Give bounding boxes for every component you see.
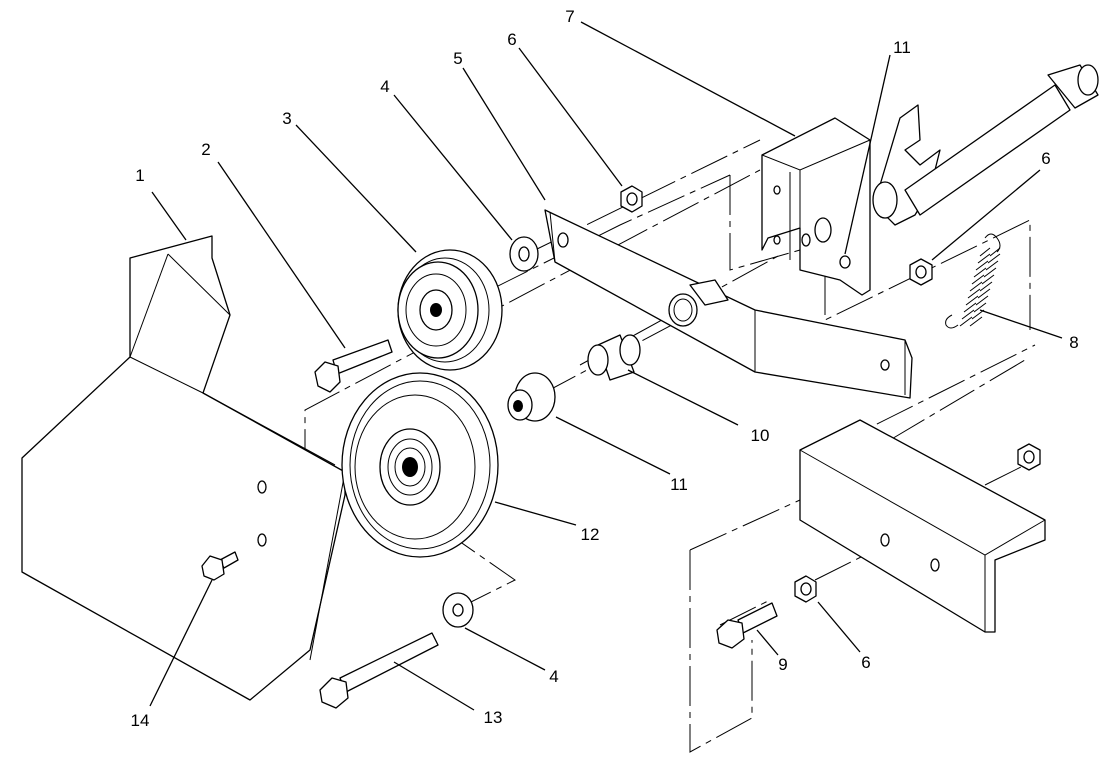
callout-7: 7: [565, 7, 574, 26]
callout-14: 14: [131, 711, 150, 730]
drive-shaft: [872, 64, 1099, 219]
mounting-bracket: [761, 117, 871, 296]
small-idler-pulley: [397, 249, 503, 371]
callout-3: 3: [282, 109, 291, 128]
callout-6-lower: 6: [861, 653, 870, 672]
callout-10: 10: [751, 426, 770, 445]
callout-6-top: 6: [507, 30, 516, 49]
extension-spring: [945, 233, 1001, 329]
callouts: 1 2 3 4 5 6 7 11 6 8 10 11 12 14 13 4 9 …: [131, 7, 1079, 730]
callout-12: 12: [581, 525, 600, 544]
callout-2: 2: [201, 140, 210, 159]
callout-13: 13: [484, 708, 503, 727]
callout-4-upper: 4: [380, 77, 389, 96]
callout-11-upper: 11: [893, 38, 911, 57]
bolt-small: [314, 339, 393, 393]
flat-washer-lower: [442, 592, 474, 628]
bolt-frame: [716, 602, 778, 649]
spacer: [587, 334, 641, 381]
idler-arm: [544, 209, 913, 399]
flange-bushing: [507, 372, 556, 422]
callout-11-lower: 11: [670, 475, 688, 494]
callout-6-right: 6: [1041, 149, 1050, 168]
flat-washer-upper: [509, 236, 539, 272]
callout-1: 1: [135, 166, 144, 185]
hex-nut-top: [620, 185, 643, 213]
hex-nut-lower: [794, 575, 817, 603]
frame-section: [799, 419, 1046, 633]
carriage-bolt: [201, 551, 239, 581]
callout-9: 9: [778, 655, 787, 674]
hex-nut-far: [1017, 443, 1041, 471]
bolt-long: [319, 632, 439, 709]
hex-nut-right: [909, 258, 933, 286]
leader-lines: [149, 21, 1063, 711]
callout-8: 8: [1069, 333, 1078, 352]
belt-guard: [21, 235, 346, 701]
callout-5: 5: [453, 49, 462, 68]
large-idler-pulley: [341, 372, 499, 558]
callout-4-lower: 4: [549, 667, 558, 686]
